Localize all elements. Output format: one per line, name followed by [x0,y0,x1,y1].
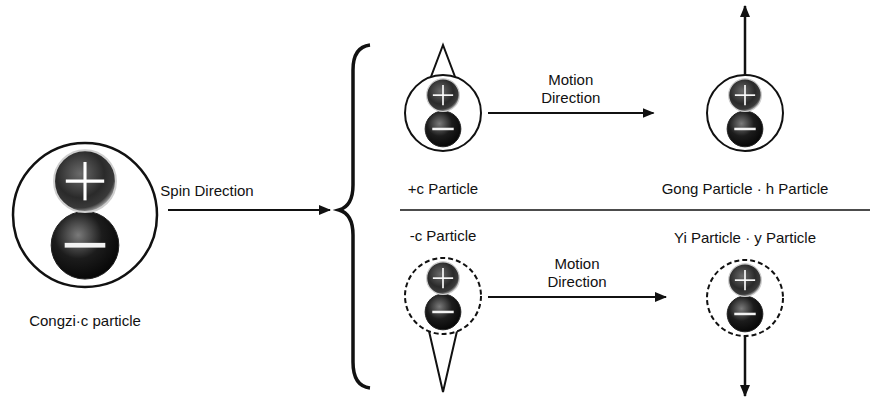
edge-label: Motion Direction [523,71,619,107]
plus-sign [83,162,86,200]
text-group: Congzi·c particle [29,312,141,330]
plus-sign [442,268,444,288]
text-group: Gong Particle · h Particle [662,180,829,198]
particle-outline [10,140,160,290]
minus-sign [734,128,755,131]
motion-arrow [488,296,666,298]
particle-circle [405,75,481,151]
particle-outline [704,72,786,154]
particle-name: -c Particle [410,227,477,245]
particle-name: Yi Particle · y Particle [674,229,816,247]
negative-sphere [425,111,461,147]
particle-name: +c Particle [408,180,478,198]
particle-outline [704,257,786,339]
text-group: Yi Particle · y Particle [674,229,816,247]
direction-label: Spin Direction [158,182,255,200]
positive-sphere [427,79,460,112]
minus-sign [734,313,755,316]
plus-sign [442,85,444,105]
particle-node: Gong Particle · h Particle [658,72,833,198]
positive-sphere [54,150,116,212]
positive-sphere [427,262,460,295]
divider-line [400,209,870,211]
negative-sphere [425,294,461,330]
spin-arrow [744,6,747,76]
motion-arrow [488,112,654,114]
particle-node: Yi Particle · y Particle [670,229,820,339]
spin-arrow [168,209,330,211]
particle-node: -c Particle [402,227,484,337]
minus-sign [432,311,453,314]
bracket [339,45,370,388]
text-group: +c Particle [408,180,478,198]
particle-circle [707,75,783,151]
particle-node: +c Particle [402,72,484,198]
negative-sphere [727,111,763,147]
particle-circle [405,258,481,334]
edge-label: Motion Direction [529,255,625,291]
minus-sign [65,243,106,248]
particle-name: Congzi·c particle [29,312,141,330]
positive-sphere [729,264,762,297]
particle-circle [707,260,783,336]
text-group: -c Particle [410,227,477,245]
positive-sphere [729,79,762,112]
particle-name: Gong Particle · h Particle [662,180,829,198]
particle-node: Congzi·c particle [10,140,160,330]
plus-sign [744,270,746,290]
plus-sign [744,85,746,105]
particle-outline [402,72,484,154]
negative-sphere [727,296,763,332]
particle-outline [402,255,484,337]
particle-circle [13,143,157,287]
negative-sphere [51,211,119,279]
minus-sign [432,128,453,131]
spin-arrow [744,337,747,396]
